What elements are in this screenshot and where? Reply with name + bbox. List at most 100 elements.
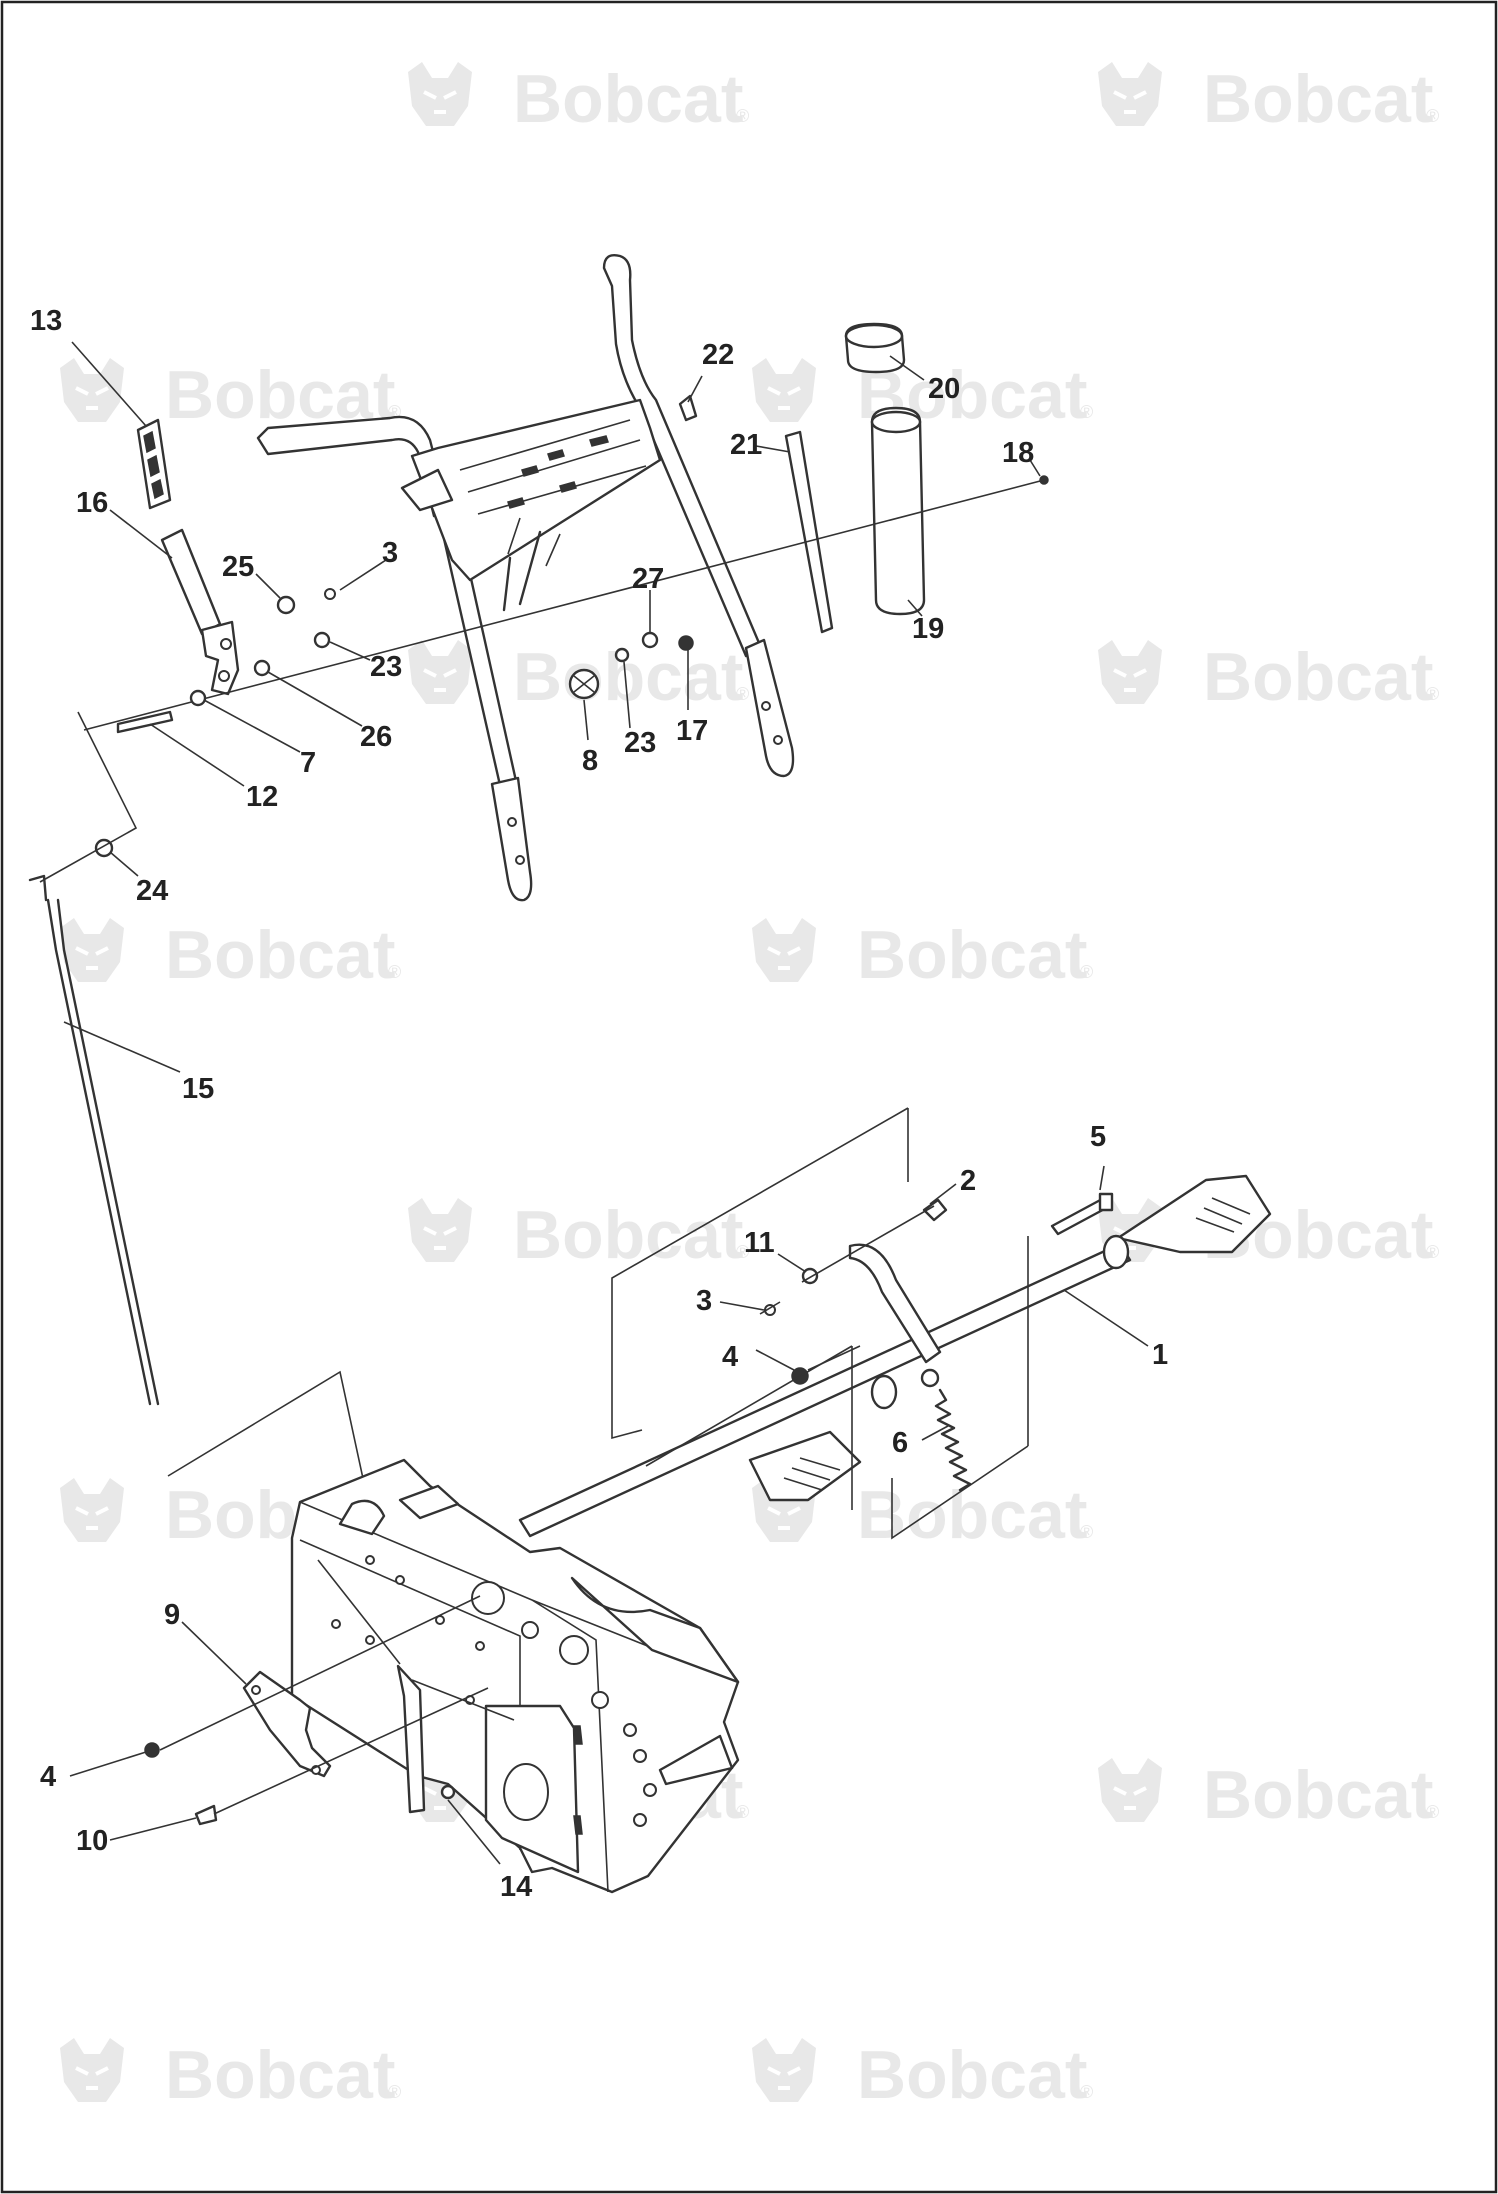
svg-text:®: ® — [1426, 684, 1439, 704]
svg-text:®: ® — [1426, 1242, 1439, 1262]
leader-lines — [63, 341, 1149, 1865]
control-panel-housing — [410, 398, 662, 582]
bobcat-logo-icon: Bobcat® — [750, 356, 1093, 433]
item-9-bracket — [242, 1670, 332, 1778]
rod-top-hook — [28, 874, 48, 902]
main-frame — [290, 1458, 740, 1894]
frame-hole-large — [471, 1581, 505, 1615]
svg-text:Bobcat: Bobcat — [165, 917, 395, 993]
pedal-assembly — [144, 1107, 1272, 1894]
item-22-clip — [678, 394, 698, 422]
label-10: 10 — [76, 1825, 108, 1857]
watermark-layer: Bobcat® Bobcat® Bobcat® Bobcat® Bobcat® … — [58, 60, 1439, 2113]
label-27: 27 — [632, 563, 664, 595]
svg-text:®: ® — [388, 2082, 401, 2102]
label-9: 9 — [164, 1599, 180, 1631]
item-3-clip — [324, 588, 336, 600]
svg-text:®: ® — [736, 1242, 749, 1262]
item-2-clip — [922, 1198, 948, 1222]
label-4a: 4 — [722, 1341, 738, 1373]
label-12: 12 — [246, 781, 278, 813]
panel-side-plate — [400, 468, 454, 512]
label-19: 19 — [912, 613, 944, 645]
svg-text:®: ® — [736, 106, 749, 126]
svg-text:®: ® — [1080, 1522, 1093, 1542]
left-pedal-icon — [748, 1430, 862, 1502]
item-17-nut — [678, 635, 694, 651]
label-14: 14 — [500, 1871, 532, 1903]
right-pedal-icon — [1116, 1174, 1272, 1254]
frame-notch — [338, 1499, 386, 1536]
label-26: 26 — [360, 721, 392, 753]
svg-text:®: ® — [1080, 2082, 1093, 2102]
label-11: 11 — [744, 1227, 775, 1259]
lever-bracket — [200, 620, 240, 696]
bobcat-logo-icon: Bobcat® — [406, 60, 749, 137]
label-2: 2 — [960, 1165, 976, 1197]
bobcat-logo-icon: Bobcat® — [58, 916, 401, 993]
bobcat-logo-icon: Bobcat® — [750, 2036, 1093, 2113]
svg-text:Bobcat: Bobcat — [857, 917, 1087, 993]
svg-text:Bobcat: Bobcat — [1203, 1757, 1433, 1833]
label-16: 16 — [76, 487, 108, 519]
label-18: 18 — [1002, 437, 1034, 469]
label-21: 21 — [730, 429, 762, 461]
label-23b: 23 — [624, 727, 656, 759]
bobcat-logo-icon: Bobcat® — [406, 1196, 749, 1273]
label-3a: 3 — [382, 537, 398, 569]
shaft-bushing — [1102, 1234, 1130, 1270]
svg-text:®: ® — [736, 684, 749, 704]
frame-brace — [658, 1734, 734, 1786]
label-24: 24 — [136, 875, 168, 907]
svg-text:Bobcat: Bobcat — [165, 2037, 395, 2113]
part-labels: 13 16 25 3 23 26 7 12 24 15 8 23 17 27 2… — [30, 305, 1168, 1903]
item-2-arm — [848, 1243, 942, 1364]
svg-text:®: ® — [1080, 402, 1093, 422]
bobcat-logo-icon: Bobcat® — [1096, 1756, 1439, 1833]
label-6: 6 — [892, 1427, 908, 1459]
item-18-pin — [1039, 475, 1049, 485]
item-26-nut — [253, 659, 271, 677]
svg-text:Bobcat: Bobcat — [857, 2037, 1087, 2113]
svg-text:Bobcat: Bobcat — [1203, 61, 1433, 137]
bobcat-logo-icon: Bobcat® — [1096, 60, 1439, 137]
label-1: 1 — [1152, 1339, 1168, 1371]
label-15: 15 — [182, 1073, 214, 1105]
pedal-bushing — [870, 1374, 898, 1410]
svg-text:®: ® — [736, 1802, 749, 1822]
item-7-spacer — [189, 689, 207, 707]
item-27-nut — [641, 631, 659, 649]
item-10-bolt — [194, 1804, 218, 1826]
svg-text:Bobcat: Bobcat — [513, 61, 743, 137]
frame-cutout — [570, 1576, 740, 1684]
label-22: 22 — [702, 339, 734, 371]
label-8: 8 — [582, 745, 598, 777]
label-7: 7 — [300, 747, 316, 779]
item-16-lever — [160, 528, 222, 636]
svg-text:®: ® — [1426, 1802, 1439, 1822]
item-21-strip — [784, 430, 834, 634]
svg-text:®: ® — [1426, 106, 1439, 126]
left-lower-bracket — [490, 776, 533, 902]
label-20: 20 — [928, 373, 960, 405]
svg-text:Bobcat: Bobcat — [1203, 639, 1433, 715]
label-17: 17 — [676, 715, 708, 747]
bobcat-logo-icon: Bobcat® — [1096, 638, 1439, 715]
item-23-washer — [313, 631, 331, 649]
svg-text:Bobcat: Bobcat — [513, 1197, 743, 1273]
right-handle-tube — [602, 254, 764, 658]
bobcat-logo-icon: Bobcat® — [58, 2036, 401, 2113]
item-12-bolt — [116, 710, 174, 734]
svg-text:®: ® — [1080, 962, 1093, 982]
svg-text:Bobcat: Bobcat — [857, 1477, 1087, 1553]
bobcat-logo-icon: Bobcat® — [750, 1476, 1093, 1553]
label-23a: 23 — [370, 651, 402, 683]
item-15-rod — [46, 898, 152, 1406]
label-4b: 4 — [40, 1761, 56, 1793]
item-25-washer — [276, 595, 296, 615]
label-5: 5 — [1090, 1121, 1106, 1153]
bobcat-logo-icon: Bobcat® — [750, 916, 1093, 993]
